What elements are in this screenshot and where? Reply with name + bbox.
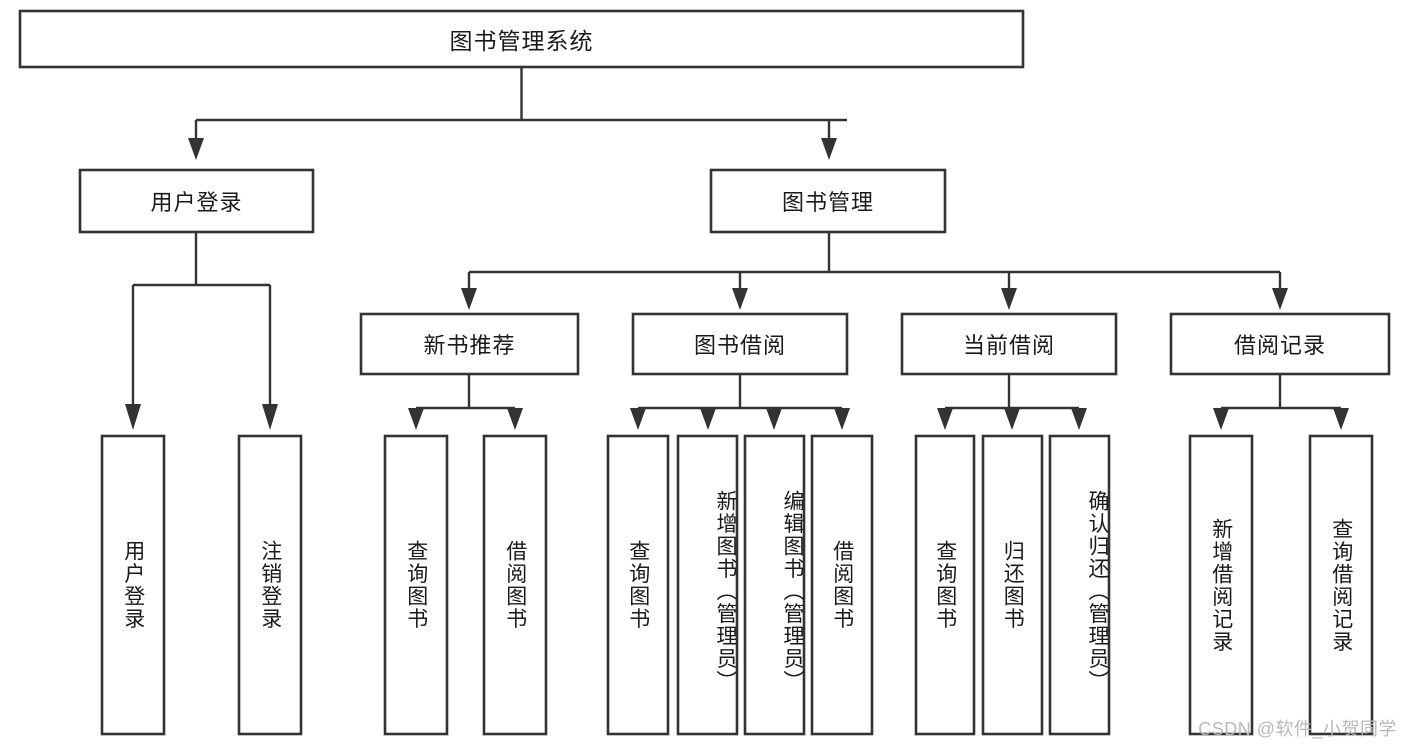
arrow-head-leaf-user-login bbox=[125, 404, 141, 430]
arrow-head-leaf-add-book bbox=[700, 408, 716, 430]
connector-group-root bbox=[188, 67, 847, 160]
node-leaf-user-login-box[interactable] bbox=[100, 434, 166, 736]
arrow-head-current-borrow bbox=[1001, 288, 1017, 310]
arrow-head-new-book-rec bbox=[461, 288, 477, 310]
arrow-head-leaf-borrow-book bbox=[834, 408, 850, 430]
node-book-manage-box[interactable] bbox=[709, 168, 947, 234]
connector-group-book-borrow bbox=[630, 374, 850, 430]
node-leaf-edit-book-box[interactable] bbox=[743, 434, 806, 736]
connector-group-borrow-record bbox=[1213, 374, 1349, 430]
node-leaf-confirm-return-box[interactable] bbox=[1048, 434, 1111, 736]
node-borrow-record-box[interactable] bbox=[1169, 312, 1391, 376]
arrow-head-leaf-query-book-borrow bbox=[630, 408, 646, 430]
arrow-head-leaf-confirm-return bbox=[1071, 408, 1087, 430]
node-leaf-return-book-box[interactable] bbox=[981, 434, 1044, 736]
node-leaf-query-book-current-box[interactable] bbox=[914, 434, 976, 736]
arrow-head-leaf-edit-book bbox=[766, 408, 782, 430]
arrow-head-leaf-borrow-book-rec bbox=[507, 408, 523, 430]
node-leaf-add-book-box[interactable] bbox=[676, 434, 739, 736]
node-leaf-add-record-box[interactable] bbox=[1188, 434, 1254, 736]
node-leaf-query-record-box[interactable] bbox=[1308, 434, 1374, 736]
node-leaf-query-book-borrow-box[interactable] bbox=[606, 434, 670, 736]
arrow-head-leaf-query-book-current bbox=[937, 408, 953, 430]
node-leaf-borrow-book-box[interactable] bbox=[810, 434, 874, 736]
node-new-book-rec-box[interactable] bbox=[359, 312, 580, 376]
node-user-login-box[interactable] bbox=[78, 168, 315, 234]
node-leaf-query-book-rec-box[interactable] bbox=[383, 434, 449, 736]
node-leaf-user-logout-box[interactable] bbox=[237, 434, 303, 736]
node-root-box[interactable] bbox=[18, 9, 1025, 69]
connector-group-book-manage bbox=[461, 232, 1288, 310]
node-leaf-borrow-book-rec-box[interactable] bbox=[482, 434, 548, 736]
arrow-head-borrow-record bbox=[1272, 288, 1288, 310]
arrow-head-leaf-add-record bbox=[1213, 408, 1229, 430]
arrow-head-leaf-user-logout bbox=[262, 404, 278, 430]
connector-group-current-borrow bbox=[937, 374, 1087, 430]
node-book-borrow-box[interactable] bbox=[631, 312, 849, 376]
arrow-head-user-login bbox=[188, 138, 204, 160]
arrow-head-leaf-return-book bbox=[1004, 408, 1020, 430]
connector-group-user-login bbox=[125, 232, 278, 430]
arrow-head-leaf-query-book-rec bbox=[408, 408, 424, 430]
connector-group-new-book-rec bbox=[408, 374, 523, 430]
arrow-head-book-borrow bbox=[732, 288, 748, 310]
arrow-head-book-manage bbox=[821, 138, 837, 160]
arrow-head-leaf-query-record bbox=[1333, 408, 1349, 430]
node-current-borrow-box[interactable] bbox=[900, 312, 1118, 376]
